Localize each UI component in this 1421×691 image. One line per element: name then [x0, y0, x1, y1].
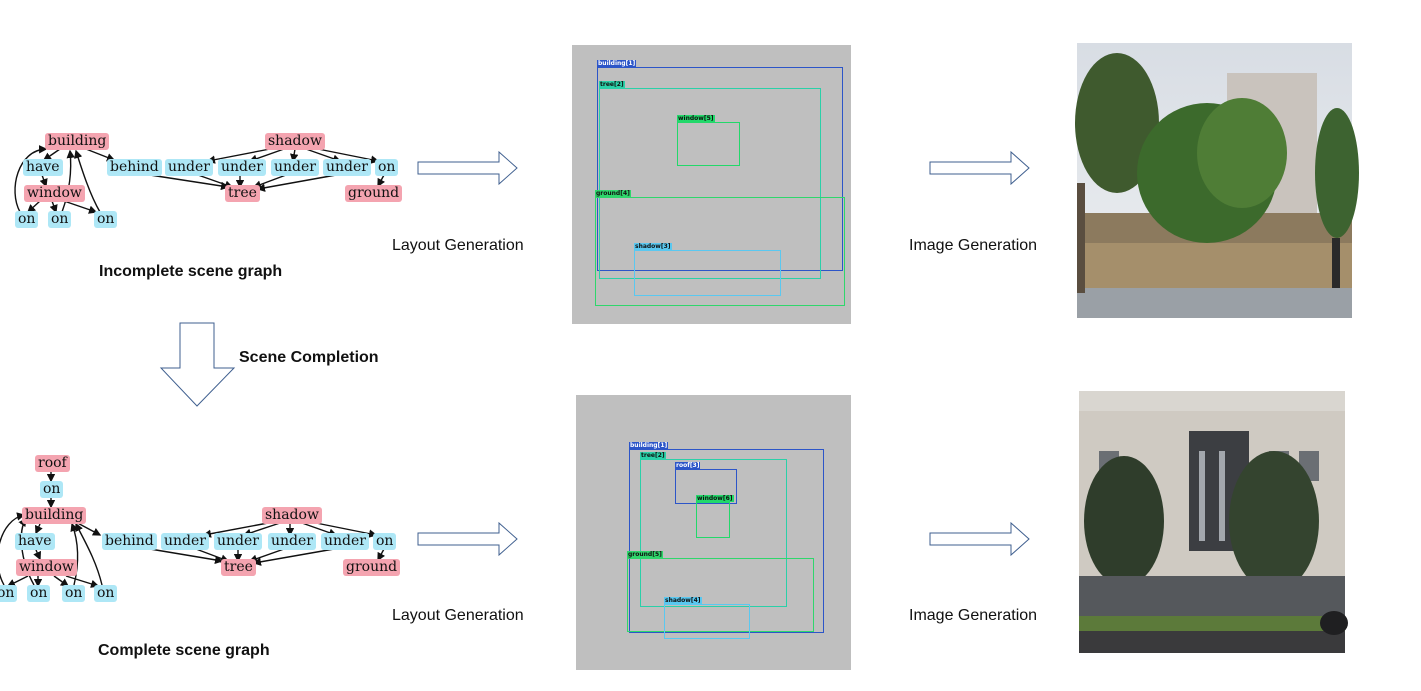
relation-under-1: under [165, 159, 213, 176]
image-arrow-bottom [929, 521, 1030, 557]
object-ground: ground [345, 185, 403, 202]
relation-under-3: under [271, 159, 319, 176]
object-shadow: shadow [262, 507, 322, 524]
relation-on-0: on [0, 585, 18, 602]
layout-box-ground [595, 197, 845, 306]
layout-label-window: window[5] [677, 115, 715, 122]
bottom-layout-canvas: building[1] tree[2] roof[3] window[6] gr… [576, 395, 851, 670]
relation-under-2: under [218, 159, 266, 176]
image-arrow-top [929, 150, 1030, 186]
object-building: building [22, 507, 87, 524]
relation-have: have [23, 159, 63, 176]
relation-on-1: on [27, 585, 51, 602]
layout-label-shadow: shadow[3] [634, 243, 672, 250]
object-roof: roof [35, 455, 70, 472]
generated-image-bottom [1079, 391, 1348, 653]
layout-arrow-top [417, 150, 518, 186]
layout-label-window: window[6] [696, 495, 734, 502]
layout-box-roof [675, 469, 737, 504]
layout-label-shadow: shadow[4] [664, 597, 702, 604]
complete-graph-caption: Complete scene graph [98, 642, 270, 659]
layout-box-window [696, 502, 730, 538]
relation-on-2: on [62, 585, 86, 602]
object-tree: tree [221, 559, 256, 576]
layout-generation-label-bottom: Layout Generation [392, 607, 524, 624]
layout-box-building [597, 67, 843, 271]
scene-completion-arrow [159, 322, 236, 407]
layout-box-tree [599, 88, 821, 279]
layout-box-tree [640, 459, 787, 607]
layout-box-building [629, 449, 824, 633]
layout-box-shadow [634, 250, 781, 296]
object-window: window [24, 185, 85, 202]
scene-completion-label: Scene Completion [239, 349, 379, 366]
layout-label-building: building[1] [629, 442, 669, 449]
layout-label-ground: ground[5] [627, 551, 663, 558]
relation-under-1: under [161, 533, 209, 550]
relation-on-ground: on [373, 533, 397, 550]
top-layout-canvas: building[1] tree[2] window[5] ground[4] … [572, 45, 851, 324]
object-shadow: shadow [265, 133, 325, 150]
layout-box-ground [627, 558, 814, 632]
object-window: window [16, 559, 77, 576]
layout-label-ground: ground[4] [595, 190, 631, 197]
relation-on-roof: on [40, 481, 64, 498]
relation-on-3: on [94, 585, 118, 602]
relation-under-3: under [268, 533, 316, 550]
layout-arrow-bottom [417, 521, 518, 557]
relation-on-1: on [15, 211, 39, 228]
relation-under-4: under [323, 159, 371, 176]
relation-behind: behind [107, 159, 162, 176]
generated-image-top [1075, 43, 1359, 318]
image-generation-label-bottom: Image Generation [909, 607, 1038, 624]
layout-label-tree: tree[2] [640, 452, 666, 459]
layout-label-roof: roof[3] [675, 462, 701, 469]
relation-behind: behind [102, 533, 157, 550]
relation-under-4: under [321, 533, 369, 550]
relation-under-2: under [214, 533, 262, 550]
layout-label-tree: tree[2] [599, 81, 625, 88]
incomplete-graph-caption: Incomplete scene graph [99, 263, 283, 280]
relation-on-ground: on [375, 159, 399, 176]
relation-have: have [15, 533, 55, 550]
object-tree: tree [225, 185, 260, 202]
object-ground: ground [343, 559, 401, 576]
layout-box-window [677, 122, 740, 166]
image-generation-label-top: Image Generation [909, 237, 1038, 254]
layout-generation-label-top: Layout Generation [392, 237, 524, 254]
object-building: building [45, 133, 110, 150]
layout-label-building: building[1] [597, 60, 637, 67]
layout-box-shadow [664, 604, 750, 639]
relation-on-2: on [48, 211, 72, 228]
relation-on-3: on [94, 211, 118, 228]
